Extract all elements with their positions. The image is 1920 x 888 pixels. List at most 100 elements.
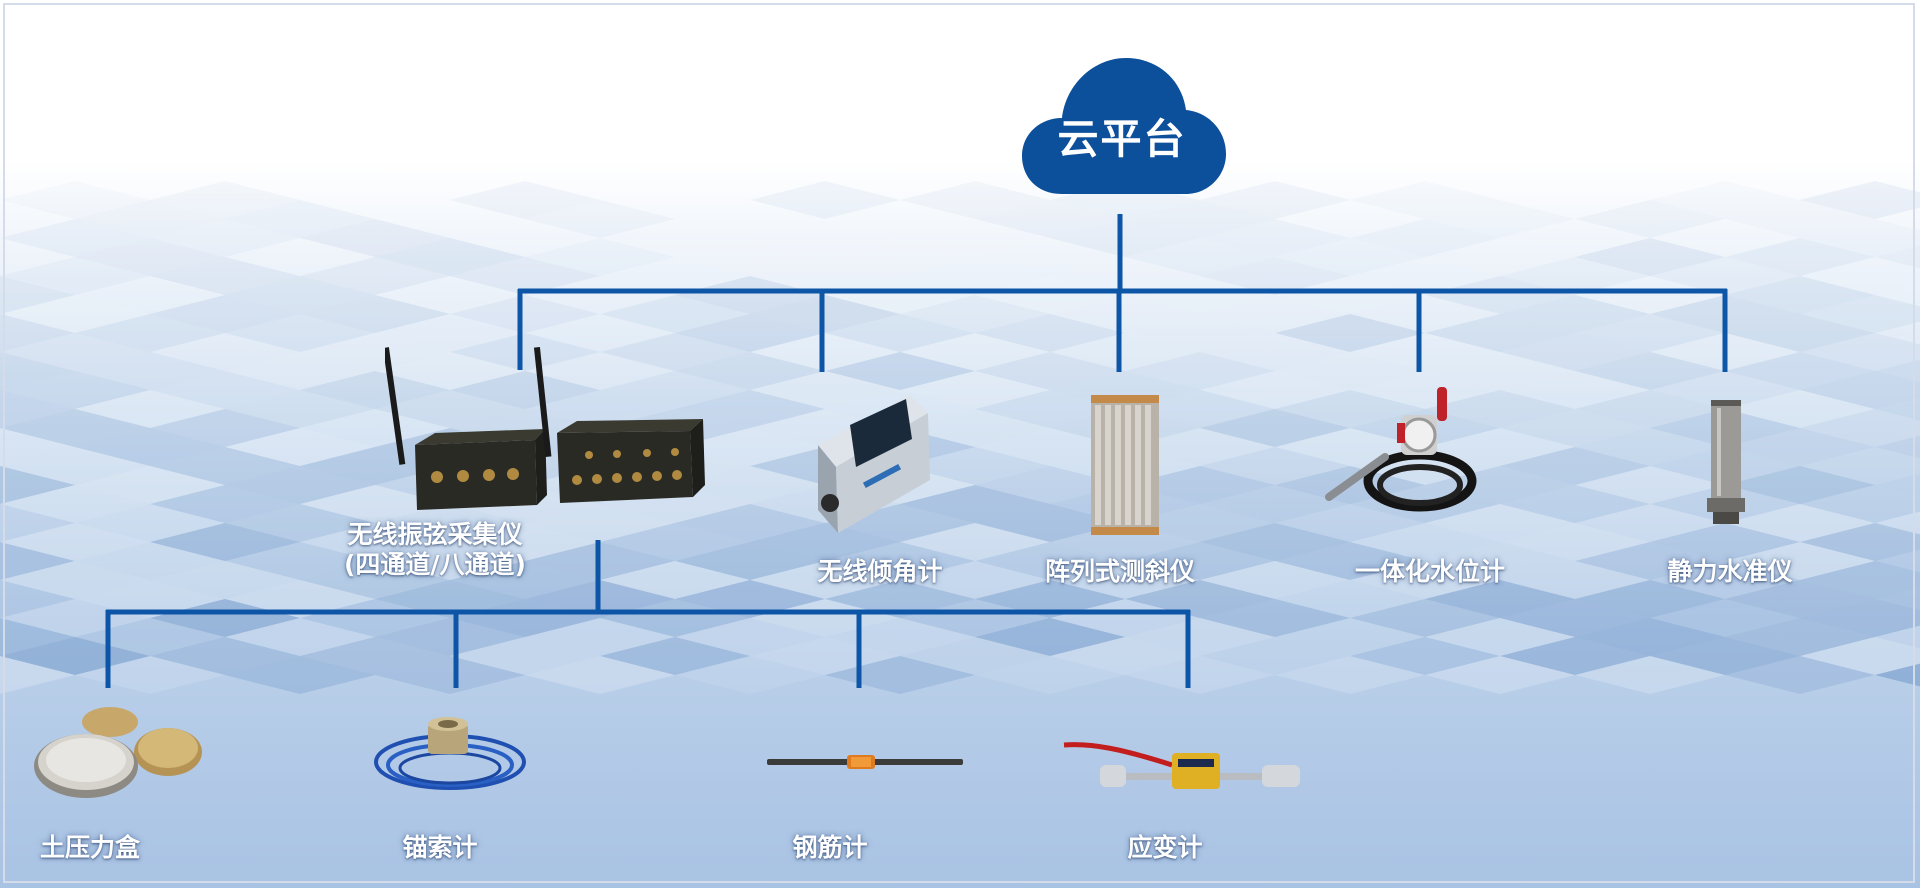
background-tile bbox=[225, 390, 375, 428]
background-tile bbox=[1350, 637, 1500, 675]
background-tile bbox=[1425, 276, 1575, 314]
background-tile bbox=[0, 618, 75, 656]
background-tile bbox=[450, 295, 600, 333]
background-tile bbox=[1425, 656, 1575, 694]
background-tile bbox=[150, 561, 300, 599]
background-tile bbox=[1125, 200, 1275, 238]
earth-pressure-cell-label: 土压力盒 bbox=[39, 833, 140, 862]
background-tile bbox=[1275, 276, 1425, 314]
background-tile bbox=[450, 523, 600, 561]
rebar-meter-label: 钢筋计 bbox=[792, 833, 868, 862]
background-tile bbox=[1275, 580, 1425, 618]
cloud-platform-label: 云平台 bbox=[1057, 115, 1187, 163]
background-tile bbox=[1875, 283, 1920, 307]
background-tile bbox=[1575, 314, 1725, 352]
background-tile bbox=[1725, 504, 1875, 542]
background-tile bbox=[0, 466, 75, 504]
background-tile bbox=[675, 390, 825, 428]
background-tile bbox=[300, 637, 450, 675]
background-tile bbox=[1875, 625, 1920, 649]
background-tile bbox=[1275, 542, 1425, 580]
background-tile bbox=[600, 333, 750, 371]
wireless-collector-image bbox=[385, 347, 705, 510]
background-tile bbox=[0, 485, 150, 523]
background-tile bbox=[1275, 352, 1425, 390]
static-leveling-gauge-label: 静力水准仪 bbox=[1667, 557, 1793, 586]
background-tile bbox=[1425, 390, 1575, 428]
background-tile bbox=[975, 390, 1125, 428]
background-tile bbox=[375, 656, 525, 694]
background-tile bbox=[1200, 637, 1350, 675]
background-tile bbox=[1575, 238, 1725, 276]
background-tile bbox=[1500, 485, 1650, 523]
background-tile bbox=[1350, 561, 1500, 599]
background-tile bbox=[750, 599, 900, 637]
background-tile bbox=[1725, 352, 1875, 390]
background-tile bbox=[1500, 447, 1650, 485]
background-tile bbox=[900, 333, 1050, 371]
background-tile bbox=[0, 637, 150, 675]
background-tile bbox=[150, 599, 300, 637]
background-tile bbox=[75, 466, 225, 504]
background-tile bbox=[300, 257, 450, 295]
background-tile bbox=[1200, 181, 1350, 219]
background-tile bbox=[675, 314, 825, 352]
background-tile bbox=[1725, 238, 1875, 276]
background-tile bbox=[1725, 390, 1875, 428]
background-tile bbox=[1200, 523, 1350, 561]
background-tile bbox=[75, 238, 225, 276]
background-tile bbox=[1200, 295, 1350, 333]
background-tile bbox=[675, 352, 825, 390]
background-tile bbox=[1725, 428, 1875, 466]
background-tile bbox=[150, 637, 300, 675]
background-tile bbox=[225, 466, 375, 504]
background-tile bbox=[450, 371, 600, 409]
background-tile bbox=[1200, 409, 1350, 447]
background-tile bbox=[1650, 371, 1800, 409]
background-tile bbox=[1125, 314, 1275, 352]
background-tile bbox=[150, 333, 300, 371]
background-tile bbox=[675, 276, 825, 314]
background-tile bbox=[600, 561, 750, 599]
background-tile bbox=[1800, 181, 1920, 219]
background-tile bbox=[0, 276, 75, 314]
background-tile bbox=[1125, 276, 1275, 314]
background-tile bbox=[1050, 637, 1200, 675]
background-tile bbox=[1500, 219, 1650, 257]
background-tile bbox=[1725, 314, 1875, 352]
anchor-cable-meter-image bbox=[374, 717, 526, 790]
background-tile bbox=[75, 352, 225, 390]
background-tile bbox=[1800, 485, 1920, 523]
background-tile bbox=[0, 409, 150, 447]
background-tile bbox=[900, 181, 1050, 219]
background-tile bbox=[675, 428, 825, 466]
background-tile bbox=[375, 618, 525, 656]
background-tile bbox=[825, 580, 975, 618]
background-tile bbox=[150, 409, 300, 447]
background-tile bbox=[225, 428, 375, 466]
background-tile bbox=[0, 428, 75, 466]
background-tile bbox=[1725, 580, 1875, 618]
background-tile bbox=[1650, 257, 1800, 295]
background-tile bbox=[300, 219, 450, 257]
background-tile bbox=[1275, 504, 1425, 542]
background-tile bbox=[300, 295, 450, 333]
background-tile bbox=[600, 371, 750, 409]
background-tile bbox=[1200, 599, 1350, 637]
rebar-meter-image bbox=[767, 755, 963, 769]
background-tile bbox=[1050, 257, 1200, 295]
background-tile bbox=[825, 276, 975, 314]
background-tile bbox=[450, 637, 600, 675]
background-tile bbox=[0, 238, 75, 276]
background-tile bbox=[150, 257, 300, 295]
background-tile bbox=[1050, 371, 1200, 409]
background-tile bbox=[150, 219, 300, 257]
background-tile bbox=[975, 504, 1125, 542]
background-tile bbox=[0, 656, 75, 694]
background-tile bbox=[900, 485, 1050, 523]
background-tile bbox=[750, 371, 900, 409]
background-tile bbox=[825, 352, 975, 390]
background-tile bbox=[825, 656, 975, 694]
wireless-tilt-meter-image bbox=[818, 395, 930, 533]
